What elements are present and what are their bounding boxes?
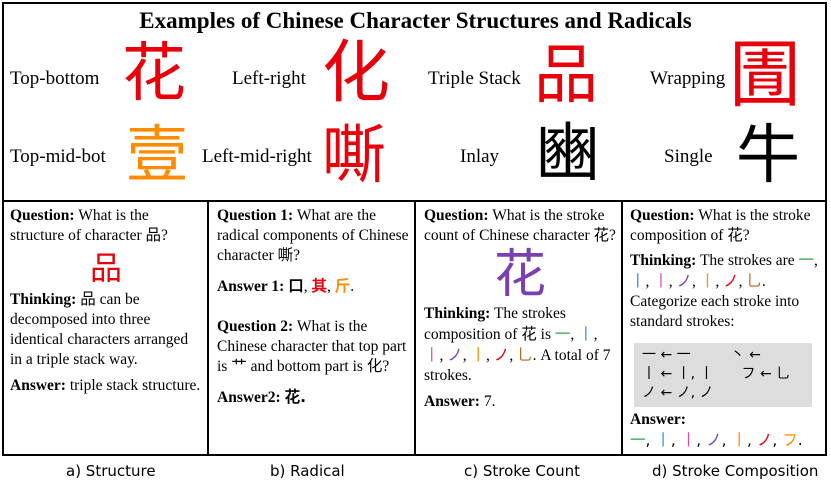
label-top-mid-bot: Top-mid-bot [10,146,106,167]
divider-1 [207,200,209,456]
panel-c-char: 花 [493,245,546,305]
char-niu: 牛 [736,119,800,193]
char-bin: 豳 [536,117,600,191]
char-qing: 圊 [728,32,802,118]
label-single: Single [664,146,713,167]
divider-2 [414,200,416,456]
caption-a: a) Structure [66,462,156,480]
caption-b: b) Radical [270,462,345,480]
panel-stroke-composition: Question: What is the stroke composition… [630,207,818,330]
caption-c: c) Stroke Count [464,462,580,480]
panel-radical: Question 1: What are the radical compone… [217,207,409,406]
char-pin: 品 [534,39,598,113]
label-left-mid-right: Left-mid-right [202,146,312,167]
divider-3 [621,200,623,456]
char-hua: 花 [122,37,186,111]
label-inlay: Inlay [460,146,500,167]
label-left-right: Left-right [232,68,306,89]
figure-title: Examples of Chinese Character Structures… [139,8,692,33]
char-yi: 壹 [126,118,189,191]
caption-d: d) Stroke Composition [652,462,819,480]
panel-a-char: 品 [89,249,122,287]
stroke-mapping-box [634,343,812,407]
label-triple-stack: Triple Stack [428,68,521,89]
panel-stroke-count: Question: What is the stroke count of Ch… [424,207,616,410]
stroke-mapping: 一 ← 一丶 ← 丨 ← 丨, 丨フ ← 乚 ノ ← ノ, ノ [642,347,791,401]
panel-d-answer: Answer: 一, 丨, 丨, ノ, 丨, ノ, フ. [630,411,803,449]
char-si: 嘶 [322,119,386,193]
label-top-bottom: Top-bottom [10,68,100,89]
char-hua2: 化 [322,34,391,113]
panel-structure: Question: What is the structure of chara… [10,207,201,394]
label-wrapping: Wrapping [650,68,726,89]
